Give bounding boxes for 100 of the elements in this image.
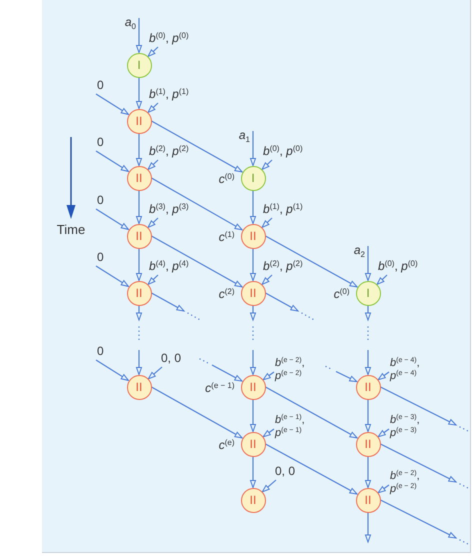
arrow	[250, 350, 256, 375]
input-label: 0	[97, 78, 104, 93]
arrow	[151, 292, 184, 312]
node-label: II	[136, 230, 142, 242]
input-label: b$^{(e − 2)}$, p$^{(e − 2)}$	[390, 470, 423, 496]
arrow	[136, 134, 142, 166]
arrow	[148, 160, 158, 170]
node-label: II	[250, 230, 256, 242]
node-label: I	[137, 58, 141, 72]
arrow	[148, 274, 158, 285]
arrow	[380, 386, 456, 426]
input-label: b$^{(e − 1)}$, p$^{(e − 1)}$	[275, 414, 308, 440]
input-label: b$^{(0)}$, p$^{(0)}$	[378, 259, 418, 274]
input-label: a$_{1}$	[238, 128, 250, 143]
input-label: b$^{(e − 3)}$, p$^{(e − 3)}$	[390, 414, 423, 440]
input-label: b$^{(1)}$, p$^{(1)}$	[263, 202, 303, 217]
node-label: II	[250, 380, 256, 394]
node-label: II	[136, 380, 142, 394]
node-label: II	[136, 114, 142, 128]
arrow	[378, 484, 390, 494]
node-label: II	[250, 438, 256, 450]
arrow	[96, 360, 129, 381]
arrow	[365, 512, 371, 542]
input-label: b$^{(2)}$, p$^{(2)}$	[263, 259, 303, 274]
arrow	[250, 456, 256, 488]
node-label: II	[364, 438, 372, 450]
node-caption: c$^{(e)}$	[218, 438, 234, 452]
node-label: I	[251, 172, 255, 184]
time-label: Time	[56, 222, 86, 238]
node-label: II	[250, 286, 256, 300]
node-label: II	[250, 494, 256, 506]
arrow	[136, 306, 142, 320]
input-label: 0	[97, 135, 104, 150]
arrow	[265, 444, 358, 494]
arrow	[250, 306, 256, 320]
input-label: 0	[97, 344, 104, 359]
input-label: 0	[97, 193, 104, 208]
arrow	[96, 150, 129, 172]
input-label: a$_{0}$	[124, 15, 136, 30]
arrow	[148, 102, 158, 113]
input-label: b$^{(1)}$, p$^{(1)}$	[149, 87, 189, 102]
node-label: I	[366, 286, 370, 300]
arrow	[265, 292, 298, 312]
arrow	[96, 266, 129, 287]
arrow	[148, 46, 158, 57]
arrow	[136, 248, 142, 281]
arrow	[136, 190, 142, 224]
arrow	[136, 350, 142, 375]
arrow	[262, 480, 276, 492]
arrow	[336, 371, 358, 382]
arrow	[96, 94, 129, 115]
arrow	[262, 274, 272, 285]
arrow	[250, 131, 256, 166]
arrow	[380, 444, 456, 482]
arrow	[212, 364, 242, 382]
node-label: II	[136, 172, 142, 184]
node-caption: c$^{(0)}$	[334, 286, 350, 302]
arrow	[380, 500, 456, 538]
arrow	[151, 120, 243, 172]
node-caption: c$^{(2)}$	[218, 286, 234, 302]
arrow	[151, 236, 243, 288]
input-label: a$_{2}$	[354, 243, 365, 258]
arrow	[96, 208, 129, 230]
input-label: b$^{(0)}$, p$^{(0)}$	[149, 31, 189, 46]
arrow	[151, 178, 243, 230]
node-caption: c$^{(1)}$	[218, 230, 234, 244]
node-caption: c$^{(0)}$	[218, 172, 234, 186]
arrow	[250, 248, 256, 281]
arrow	[262, 372, 274, 380]
arrow	[376, 274, 388, 285]
arrow	[365, 246, 371, 281]
input-label: b$^{(0)}$, p$^{(0)}$	[263, 144, 303, 159]
arrow	[365, 456, 371, 488]
input-label: 0	[97, 250, 104, 265]
node-label: II	[364, 494, 372, 506]
arrow	[136, 18, 142, 53]
arrow	[148, 218, 158, 228]
arrow	[365, 306, 371, 320]
arrow	[378, 372, 390, 380]
node-label: II	[136, 286, 142, 300]
input-label: b$^{(4)}$, p$^{(4)}$	[149, 259, 189, 274]
arrow	[250, 400, 256, 432]
node-caption: c$^{(e − 1)}$	[205, 380, 234, 396]
input-label: 0, 0	[161, 351, 182, 366]
node-label: II	[364, 380, 372, 394]
arrow	[265, 236, 358, 288]
arrow	[365, 350, 371, 375]
arrow	[151, 386, 243, 438]
input-label: b$^{(e − 2)}$, p$^{(e − 2)}$	[275, 357, 308, 383]
arrow	[262, 218, 272, 228]
arrow	[250, 190, 256, 224]
input-label: b$^{(3)}$, p$^{(3)}$	[149, 202, 189, 217]
arrow	[265, 386, 358, 438]
arrow	[262, 160, 272, 170]
input-label: 0, 0	[275, 464, 296, 479]
input-label: b$^{(2)}$, p$^{(2)}$	[149, 144, 189, 159]
arrow	[262, 428, 274, 438]
arrow	[378, 428, 390, 438]
arrow	[148, 366, 162, 380]
input-label: b$^{(e − 4)}$, p$^{(e − 4)}$	[390, 357, 423, 383]
